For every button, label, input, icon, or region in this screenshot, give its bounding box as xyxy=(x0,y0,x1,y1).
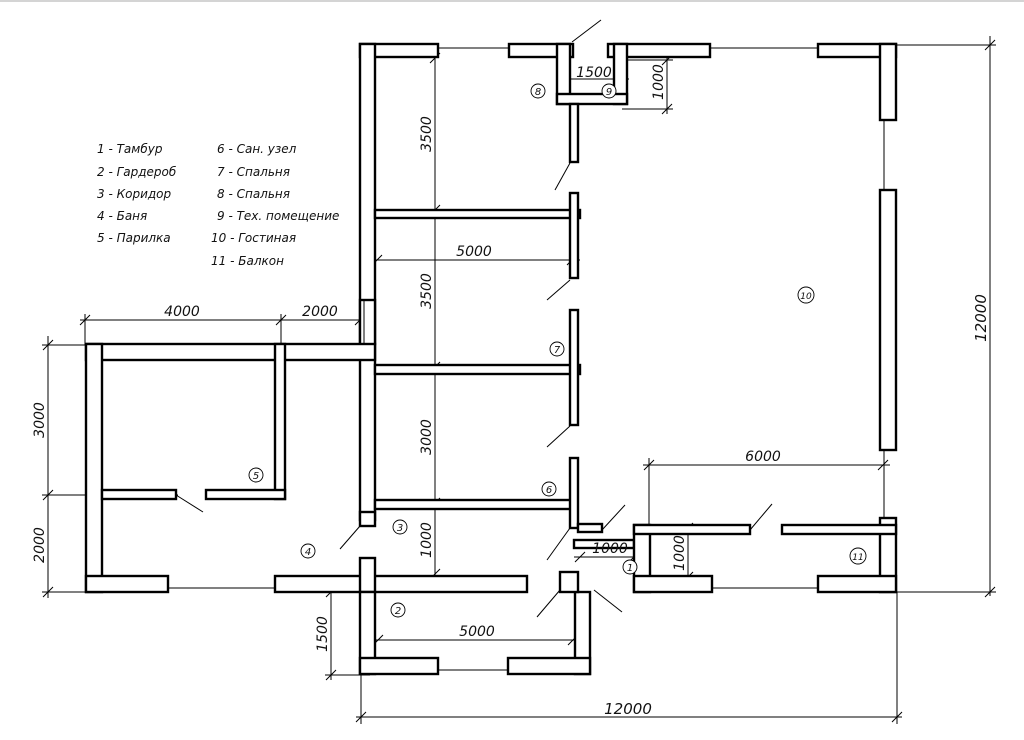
legend-item-7: 7 - Спальня xyxy=(217,165,290,179)
room-3-label: 3 xyxy=(397,523,403,534)
dim-sauna-4000: 4000 xyxy=(164,304,200,320)
dimension-labels: 1500 1000 3500 3500 3000 1000 5000 4000 … xyxy=(32,64,990,718)
legend-item-2: 2 - Гардероб xyxy=(97,165,177,179)
legend-item-6: 6 - Сан. узел xyxy=(217,142,297,156)
dim-corr-1000: 1000 xyxy=(419,522,435,558)
dim-width-5000: 5000 xyxy=(456,244,492,260)
dim-bed8-3500: 3500 xyxy=(419,116,435,152)
dim-top-1500: 1500 xyxy=(576,65,612,81)
legend-item-11: 11 - Балкон xyxy=(211,254,284,268)
dim-bath-3000: 3000 xyxy=(419,419,435,455)
room-markers: 1 2 3 4 5 6 7 8 9 10 11 xyxy=(248,83,867,618)
dim-ward-5000: 5000 xyxy=(459,624,495,640)
dim-right-12000: 12000 xyxy=(972,294,990,342)
dim-balc-1000: 1000 xyxy=(672,535,688,571)
room-4-label: 4 xyxy=(305,547,311,558)
room-5-label: 5 xyxy=(253,471,259,482)
legend-item-1: 1 - Тамбур xyxy=(97,142,163,156)
legend-item-5: 5 - Парилка xyxy=(97,231,171,245)
dimension-lines xyxy=(42,36,996,724)
legend-item-3: 3 - Коридор xyxy=(97,187,172,201)
legend-item-8: 8 - Спальня xyxy=(217,187,290,201)
dim-top-1000: 1000 xyxy=(651,64,667,100)
walls xyxy=(84,42,898,676)
dim-bottom-12000: 12000 xyxy=(604,700,652,718)
room-11-label: 11 xyxy=(852,553,863,563)
legend-item-10: 10 - Гостиная xyxy=(211,231,296,245)
legend-item-9: 9 - Тех. помещение xyxy=(217,209,339,223)
dim-living-6000: 6000 xyxy=(745,449,781,465)
room-8-label: 8 xyxy=(535,87,541,98)
room-10-label: 10 xyxy=(800,292,812,302)
dim-left-3000: 3000 xyxy=(32,402,48,438)
legend-item-4: 4 - Баня xyxy=(97,209,147,223)
room-6-label: 6 xyxy=(546,485,552,496)
room-legend: 1 - Тамбур 2 - Гардероб 3 - Коридор 4 - … xyxy=(97,142,339,268)
dim-vest-1000: 1000 xyxy=(592,541,628,557)
dim-sauna-2000: 2000 xyxy=(302,304,338,320)
room-2-label: 2 xyxy=(395,606,401,617)
dim-left-2000: 2000 xyxy=(32,527,48,563)
door-swings xyxy=(175,19,773,618)
room-9-label: 9 xyxy=(606,87,612,98)
windows xyxy=(168,47,885,671)
room-7-label: 7 xyxy=(554,345,561,356)
room-1-label: 1 xyxy=(627,563,633,574)
dim-ward-1500: 1500 xyxy=(315,616,331,652)
dim-bed7-3500: 3500 xyxy=(419,273,435,309)
